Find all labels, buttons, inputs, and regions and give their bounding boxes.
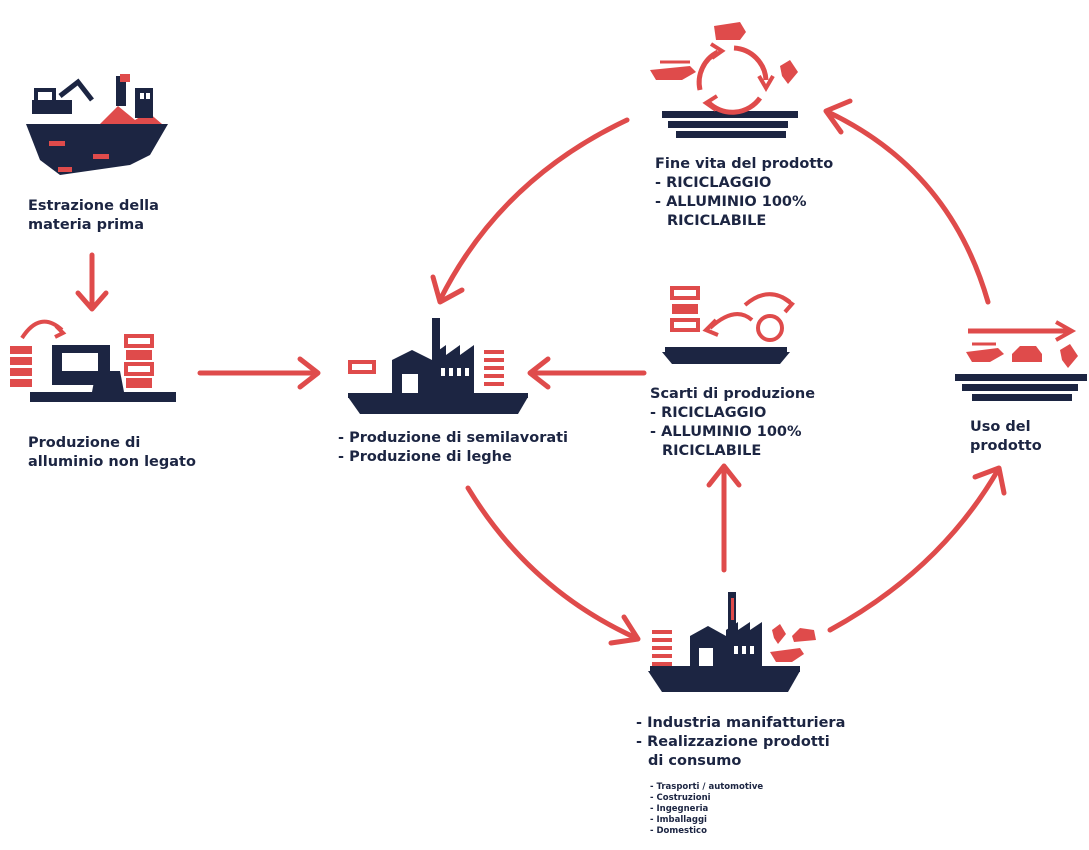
scrap-label-line: - ALLUMINIO 100% bbox=[650, 424, 802, 440]
semifinished-label-line: - Produzione di semilavorati bbox=[338, 430, 569, 446]
use-label-line: prodotto bbox=[970, 438, 1042, 454]
semifinished-label: - Produzione di semilavorati - Produzion… bbox=[338, 429, 568, 467]
extraction-label: Estrazione della materia prima bbox=[28, 197, 159, 235]
aluminium-label-line: alluminio non legato bbox=[28, 454, 196, 470]
endoflife-label-line: RICICLABILE bbox=[667, 213, 767, 229]
endoflife-label-line: - ALLUMINIO 100% bbox=[655, 194, 807, 210]
manufacturing-label: - Industria manifatturiera - Realizzazio… bbox=[636, 714, 845, 771]
sector-item: - Imballaggi bbox=[650, 815, 707, 825]
endoflife-label-line: - RICICLAGGIO bbox=[655, 175, 772, 191]
manufacturing-label-line: di consumo bbox=[648, 753, 742, 769]
arrow-endoflife-to-semifinished bbox=[430, 117, 630, 305]
arrow-manufacturing-to-scrap bbox=[706, 463, 742, 573]
arrow-scrap-to-semifinished bbox=[527, 356, 647, 390]
manufacturing-factory-icon bbox=[648, 592, 816, 692]
excavator-mine-icon bbox=[26, 74, 168, 175]
semifinished-label-line: - Produzione di leghe bbox=[338, 449, 512, 465]
scrap-label-line: RICICLABILE bbox=[662, 443, 762, 459]
arrow-manufacturing-to-use bbox=[827, 465, 1007, 633]
smelter-icon bbox=[10, 319, 176, 402]
recycle-cycle-icon bbox=[650, 22, 798, 138]
use-label-line: Uso del bbox=[970, 419, 1031, 435]
manufacturing-label-line: - Industria manifatturiera bbox=[636, 715, 846, 731]
scrap-label-line: Scarti di produzione bbox=[650, 386, 816, 402]
sector-item: - Trasporti / automotive bbox=[650, 782, 764, 792]
arrow-extraction-to-aluminium bbox=[75, 252, 109, 312]
vehicles-icon bbox=[955, 320, 1087, 401]
endoflife-label-line: Fine vita del prodotto bbox=[655, 156, 834, 172]
aluminium-label-line: Produzione di bbox=[28, 435, 141, 451]
manufacturing-label-line: - Realizzazione prodotti bbox=[636, 734, 830, 750]
scrap-recycling-icon bbox=[662, 286, 795, 364]
arrow-semifinished-to-manufacturing bbox=[465, 485, 641, 646]
extraction-label-line: Estrazione della bbox=[28, 198, 159, 214]
scrap-label: Scarti di produzione - RICICLAGGIO - ALL… bbox=[650, 385, 815, 461]
extraction-label-line: materia prima bbox=[28, 217, 145, 233]
aluminium-label: Produzione di alluminio non legato bbox=[28, 434, 196, 472]
sector-item: - Domestico bbox=[650, 826, 707, 836]
arrow-aluminium-to-semifinished bbox=[197, 356, 321, 390]
factory-icon bbox=[348, 318, 528, 414]
manufacturing-sectors-list: - Trasporti / automotive - Costruzioni -… bbox=[650, 782, 763, 837]
endoflife-label: Fine vita del prodotto - RICICLAGGIO - A… bbox=[655, 155, 833, 231]
sector-item: - Ingegneria bbox=[650, 804, 709, 814]
use-label: Uso del prodotto bbox=[970, 418, 1042, 456]
scrap-label-line: - RICICLAGGIO bbox=[650, 405, 767, 421]
arrow-use-to-endoflife bbox=[823, 98, 991, 305]
sector-item: - Costruzioni bbox=[650, 793, 711, 803]
